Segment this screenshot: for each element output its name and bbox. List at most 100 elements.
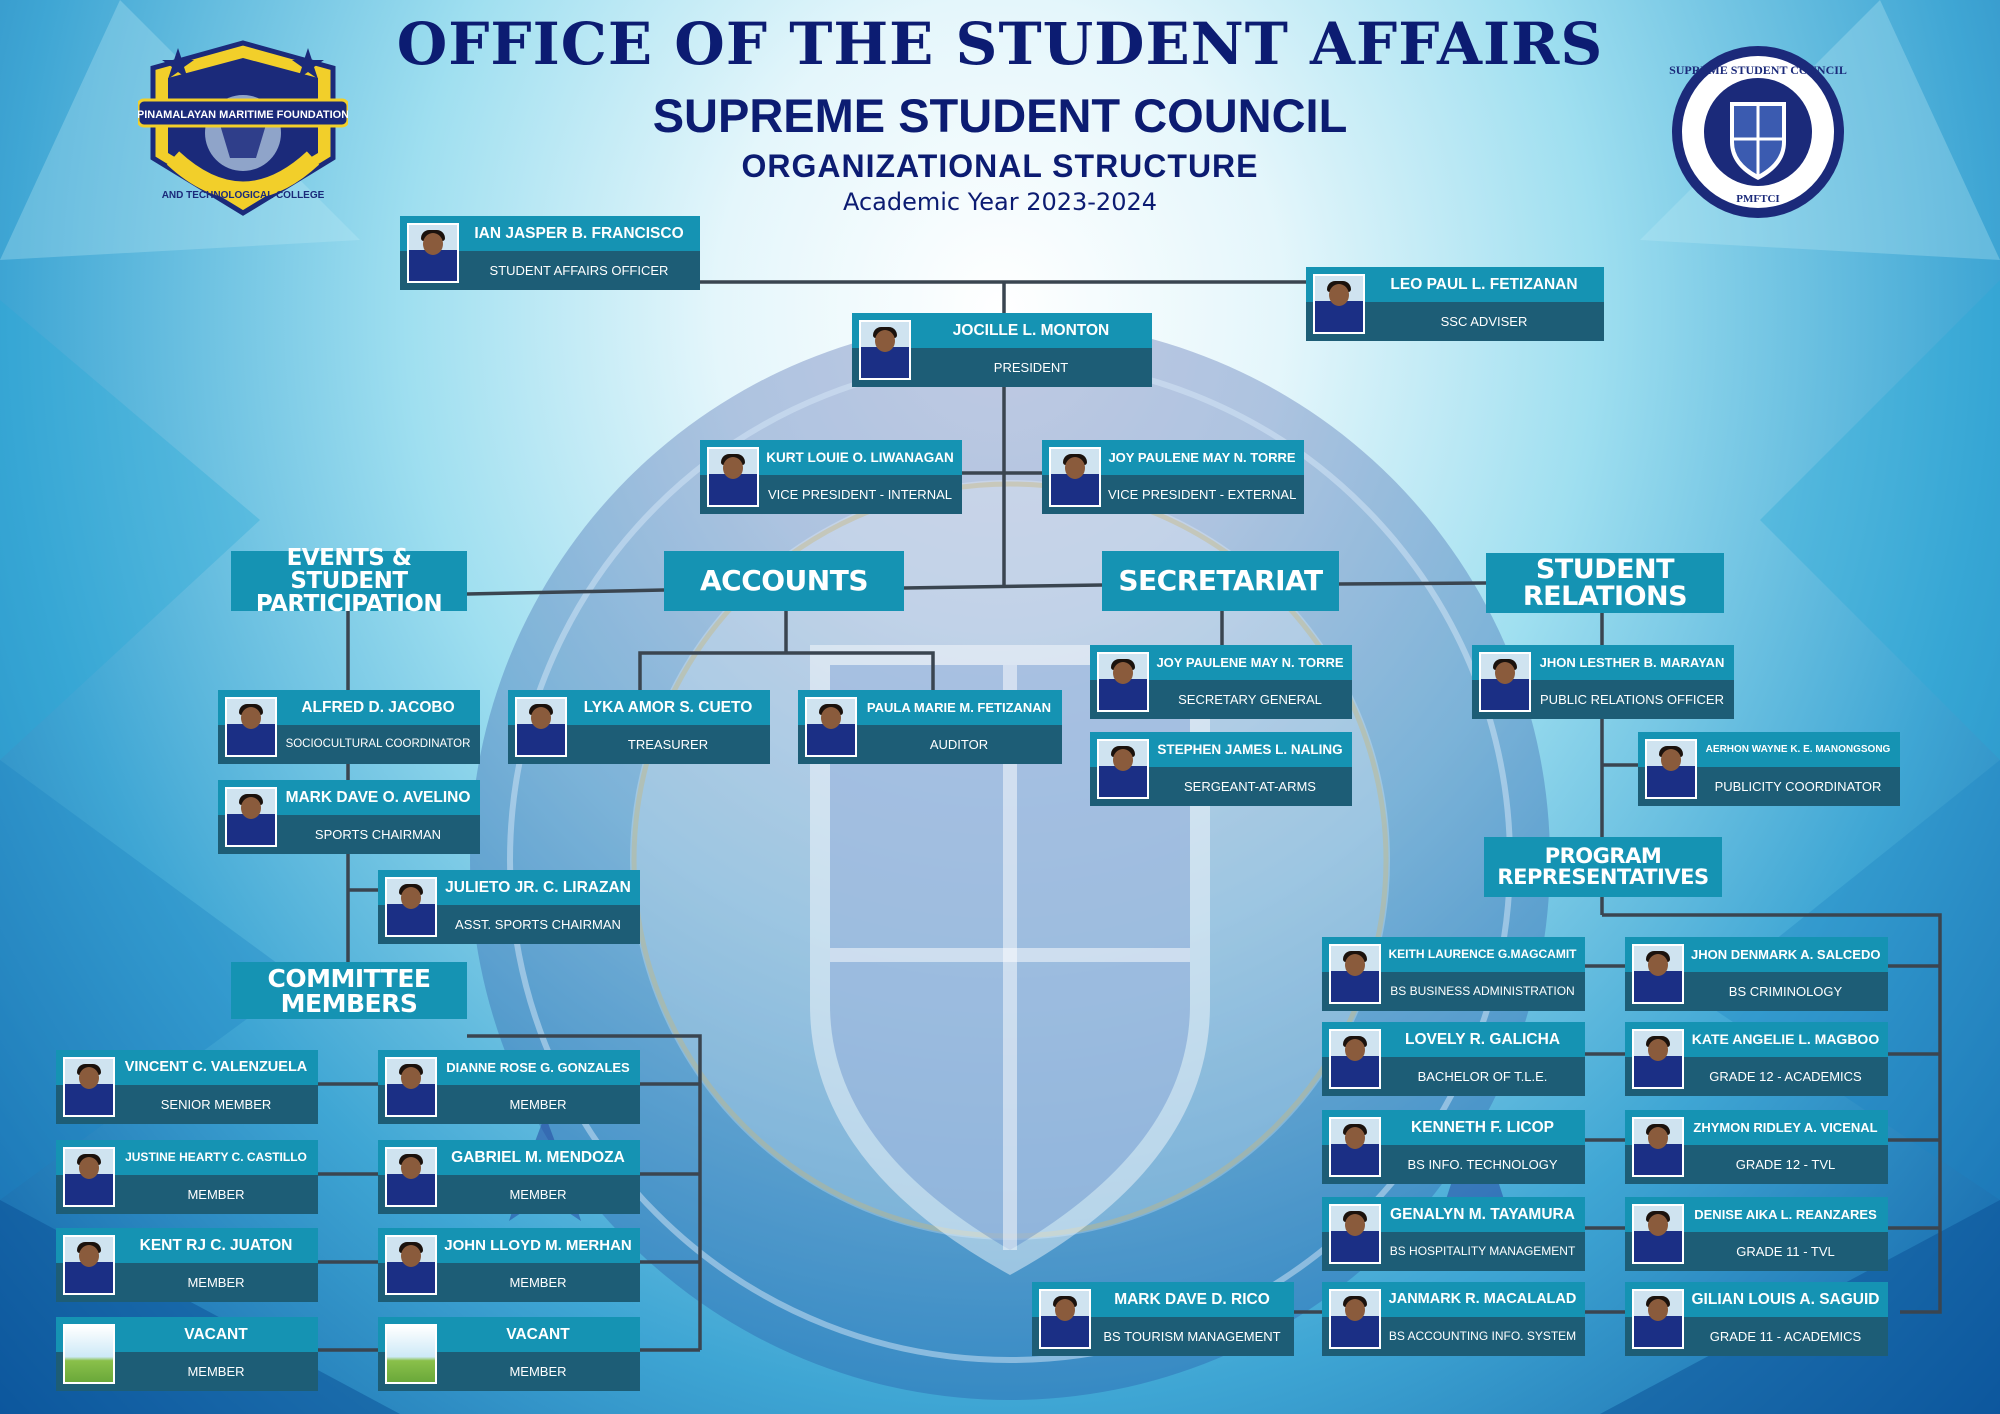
member-card-c8: VACANT MEMBER: [378, 1317, 640, 1391]
member-role: AUDITOR: [929, 737, 989, 752]
member-role: SERGEANT-AT-ARMS: [1184, 779, 1316, 794]
member-name: STEPHEN JAMES L. NALING: [1157, 742, 1343, 757]
placeholder-photo: [385, 1324, 437, 1384]
member-role: STUDENT AFFAIRS OFFICER: [489, 263, 669, 278]
council-name: SUPREME STUDENT COUNCIL: [652, 89, 1348, 142]
member-name: JANMARK R. MACALALAD: [1388, 1291, 1577, 1307]
member-role: MEMBER: [509, 1364, 567, 1379]
member-role: MEMBER: [187, 1364, 245, 1379]
member-role: BS BUSINESS ADMINISTRATION: [1390, 984, 1575, 998]
member-photo: [805, 697, 857, 757]
section-accounts: ACCOUNTS: [664, 551, 904, 611]
member-role: GRADE 12 - ACADEMICS: [1709, 1069, 1862, 1084]
section-program-representatives: PROGRAM REPRESENTATIVES: [1484, 837, 1722, 897]
member-role: MEMBER: [509, 1097, 567, 1112]
member-photo: [407, 223, 459, 283]
member-photo: [1329, 1204, 1381, 1264]
member-name: MARK DAVE D. RICO: [1114, 1291, 1270, 1308]
member-photo: [1632, 1029, 1684, 1089]
member-name: DIANNE ROSE G. GONZALES: [446, 1060, 630, 1075]
ssc-seal-text-2: PMFTCI: [1736, 193, 1779, 205]
member-photo: [385, 1235, 437, 1295]
college-logo-text-2: AND TECHNOLOGICAL COLLEGE: [162, 190, 325, 201]
member-photo: [1632, 944, 1684, 1004]
member-photo: [1632, 1204, 1684, 1264]
member-name: PAULA MARIE M. FETIZANAN: [866, 700, 1052, 715]
member-name: VACANT: [184, 1326, 248, 1343]
member-name: KATE ANGELIE L. MAGBOO: [1691, 1031, 1880, 1047]
page-title: OFFICE OF THE STUDENT AFFAIRS: [396, 10, 1604, 78]
member-card-c7: VACANT MEMBER: [56, 1317, 318, 1391]
member-name: IAN JASPER B. FRANCISCO: [474, 225, 684, 242]
member-card-asst_sports: JULIETO JR. C. LIRAZAN ASST. SPORTS CHAIR…: [378, 870, 640, 944]
member-photo: [225, 697, 277, 757]
member-role: PUBLIC RELATIONS OFFICER: [1540, 692, 1724, 707]
member-name: JHON LESTHER B. MARAYAN: [1539, 655, 1725, 670]
member-role: VICE PRESIDENT - INTERNAL: [768, 487, 952, 502]
member-card-vp_internal: KURT LOUIE O. LIWANAGAN VICE PRESIDENT - …: [700, 440, 962, 514]
member-card-p7: GENALYN M. TAYAMURA BS HOSPITALITY MANAGE…: [1322, 1197, 1585, 1271]
member-photo: [225, 787, 277, 847]
member-card-p9: MARK DAVE D. RICO BS TOURISM MANAGEMENT: [1032, 1282, 1294, 1356]
member-role: GRADE 11 - ACADEMICS: [1709, 1329, 1862, 1344]
member-name: JOHN LLOYD M. MERHAN: [444, 1237, 632, 1254]
member-card-p5: KENNETH F. LICOP BS INFO. TECHNOLOGY: [1322, 1110, 1585, 1184]
member-card-publicity: AERHON WAYNE K. E. MANONGSONG PUBLICITY C…: [1638, 732, 1900, 806]
member-photo: [859, 320, 911, 380]
member-role: PUBLICITY COORDINATOR: [1714, 779, 1882, 794]
member-role: SPORTS CHAIRMAN: [314, 827, 442, 842]
member-card-sgt: STEPHEN JAMES L. NALING SERGEANT-AT-ARMS: [1090, 732, 1352, 806]
section-committee-members: COMMITTEE MEMBERS: [231, 962, 467, 1019]
member-name: KURT LOUIE O. LIWANAGAN: [766, 450, 954, 465]
member-card-sao: IAN JASPER B. FRANCISCO STUDENT AFFAIRS O…: [400, 216, 700, 290]
member-role: ASST. SPORTS CHAIRMAN: [455, 917, 621, 932]
chart-heading: ORGANIZATIONAL STRUCTURE: [741, 148, 1259, 184]
member-photo: [1097, 739, 1149, 799]
member-name: JOY PAULENE MAY N. TORRE: [1156, 655, 1344, 670]
member-card-pro: JHON LESTHER B. MARAYAN PUBLIC RELATIONS …: [1472, 645, 1734, 719]
member-name: DENISE AIKA L. REANZARES: [1694, 1207, 1877, 1222]
member-name: JULIETO JR. C. LIRAZAN: [445, 879, 631, 896]
college-logo-text: PINAMALAYAN MARITIME FOUNDATION: [138, 109, 348, 121]
member-role: BS CRIMINOLOGY: [1728, 984, 1843, 999]
member-name: GENALYN M. TAYAMURA: [1390, 1206, 1575, 1223]
member-photo: [1097, 652, 1149, 712]
ssc-seal-text: SUPREME STUDENT COUNCIL: [1669, 63, 1847, 77]
member-photo: [707, 447, 759, 507]
member-role: BS INFO. TECHNOLOGY: [1407, 1157, 1558, 1172]
member-photo: [1039, 1289, 1091, 1349]
member-role: BS HOSPITALITY MANAGEMENT: [1389, 1244, 1576, 1258]
member-photo: [1479, 652, 1531, 712]
member-photo: [1632, 1289, 1684, 1349]
member-role: BS TOURISM MANAGEMENT: [1103, 1329, 1281, 1344]
section-secretariat: SECRETARIAT: [1102, 551, 1339, 611]
member-card-sports: MARK DAVE O. AVELINO SPORTS CHAIRMAN: [218, 780, 480, 854]
member-name: VACANT: [506, 1326, 570, 1343]
member-role: SENIOR MEMBER: [160, 1097, 272, 1112]
member-name: MARK DAVE O. AVELINO: [285, 789, 471, 806]
member-name: KENNETH F. LICOP: [1411, 1119, 1554, 1136]
member-photo: [1329, 944, 1381, 1004]
member-role: MEMBER: [509, 1275, 567, 1290]
member-role: BACHELOR OF T.L.E.: [1417, 1069, 1548, 1084]
member-photo: [515, 697, 567, 757]
member-role: BS ACCOUNTING INFO. SYSTEM: [1388, 1329, 1577, 1343]
member-role: GRADE 11 - TVL: [1736, 1244, 1835, 1259]
member-role: SOCIOCULTURAL COORDINATOR: [285, 738, 471, 750]
member-name: AERHON WAYNE K. E. MANONGSONG: [1705, 744, 1891, 755]
section-events: EVENTS & STUDENT PARTICIPATION: [231, 546, 467, 615]
member-name: LEO PAUL L. FETIZANAN: [1390, 276, 1578, 293]
member-role: GRADE 12 - TVL: [1735, 1157, 1836, 1172]
member-photo: [1329, 1289, 1381, 1349]
